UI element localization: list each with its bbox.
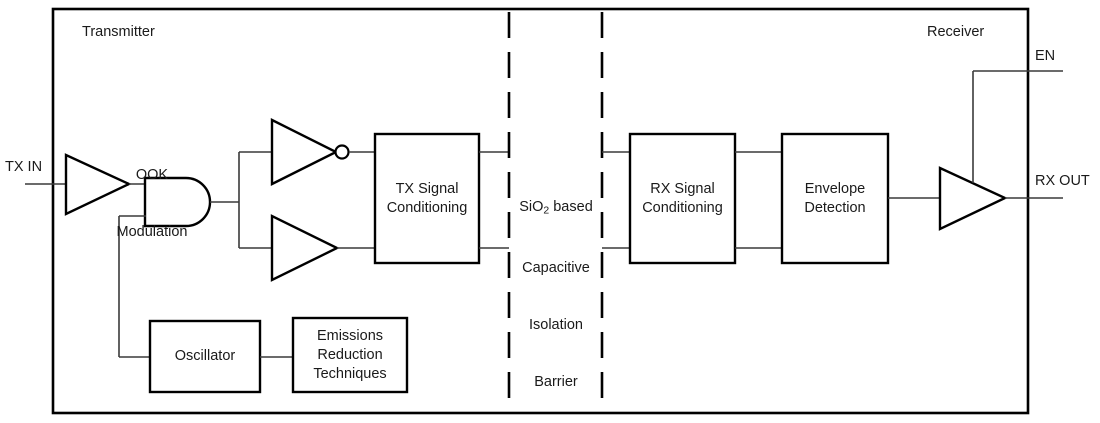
isolation-barrier-label: SiO2 based Capacitive Isolation Barrier: [511, 160, 601, 423]
transmitter-section-label: Transmitter: [82, 24, 155, 40]
sio2-tail: based: [549, 199, 593, 215]
sio2-text: SiO: [519, 199, 544, 215]
tx-in-port-label: TX IN: [5, 159, 43, 175]
isolation-barrier-line1: SiO2 based: [511, 198, 601, 221]
ook-modulation-line1: OOK: [135, 167, 169, 183]
tx-signal-conditioning-block: [373, 132, 481, 265]
ook-modulation-annotation: OOK Modulation: [102, 128, 202, 280]
oscillator-block: [148, 319, 262, 394]
emissions-reduction-block: [291, 316, 409, 394]
device-outline: [51, 7, 1030, 415]
tx-buffer-icon: [270, 214, 340, 282]
isolation-barrier-line3: Isolation: [528, 316, 583, 333]
rx-out-port-label: RX OUT: [1035, 173, 1090, 189]
receiver-section-label: Receiver: [927, 24, 985, 40]
rx-signal-conditioning-block: [628, 132, 737, 265]
ook-modulation-line2: Modulation: [116, 224, 188, 240]
tx-input-buffer-icon: [64, 153, 132, 216]
tx-inverter-icon: [270, 118, 339, 186]
and-gate-icon: [143, 176, 212, 228]
en-port-label: EN: [1035, 48, 1056, 64]
envelope-detection-block: [780, 132, 890, 265]
sio2-subscript: 2: [543, 205, 550, 217]
isolation-barrier-line4: Barrier: [534, 373, 578, 390]
inverter-bubble-icon: [334, 144, 350, 160]
isolation-barrier-line2: Capacitive: [522, 259, 590, 276]
